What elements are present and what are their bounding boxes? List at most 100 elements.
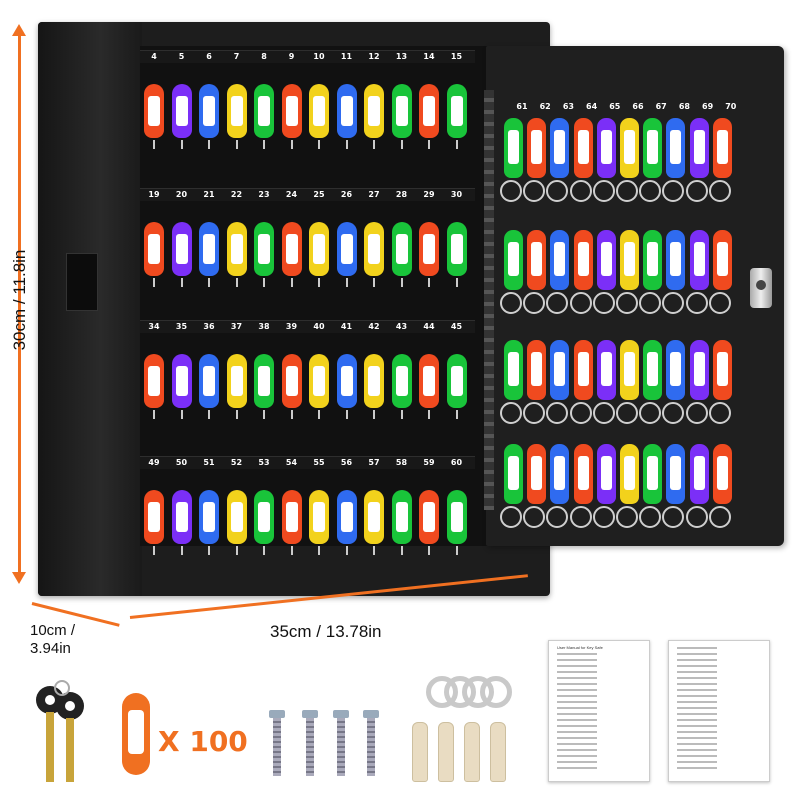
hook-number: 60 [450, 458, 463, 467]
door-key-tag [573, 340, 593, 400]
manual-text-line [677, 737, 717, 739]
manual-text-line [557, 713, 597, 715]
door-key-tag [550, 444, 570, 504]
manual-text-line [677, 731, 717, 733]
door-key-tag [573, 230, 593, 290]
key-tag [226, 222, 247, 276]
door-key-tag [527, 444, 547, 504]
key-tag [309, 490, 329, 544]
hook [235, 278, 238, 287]
key-tag [309, 354, 329, 408]
user-manual-page-1: User Manual for Key Safe [548, 640, 650, 782]
hook-number: 29 [423, 190, 435, 199]
manual-text-line [557, 653, 597, 655]
hook [180, 278, 183, 287]
hook [345, 410, 348, 419]
hook [263, 410, 265, 419]
hook-number: 28 [395, 190, 408, 199]
hook [318, 140, 320, 149]
hook [263, 546, 265, 555]
hook-number: 36 [203, 322, 215, 331]
manual-text-line [557, 761, 597, 763]
door-hook-number: 67 [655, 102, 667, 111]
key-ring-icon [708, 180, 731, 202]
manual-title: User Manual for Key Safe [557, 645, 603, 650]
key-tag [281, 222, 302, 276]
door-key-tag [527, 230, 547, 290]
key-ring-icon [546, 180, 569, 202]
door-key-tag [643, 230, 663, 290]
hook-number: 24 [285, 190, 298, 199]
hook-number: 21 [203, 190, 215, 199]
key-tag [281, 354, 302, 408]
key-ring-icon [616, 180, 638, 202]
door-hook-number: 69 [702, 102, 714, 111]
washer-icon [480, 676, 512, 708]
key-tag [364, 354, 384, 408]
hook-number: 26 [340, 190, 353, 199]
door-hook-number: 61 [516, 102, 528, 111]
key-tag [446, 354, 467, 408]
key-tag [254, 354, 274, 408]
door-key-tag [527, 118, 547, 178]
key-ring-icon [685, 506, 708, 528]
screw-icon [367, 718, 375, 776]
key-tag [171, 354, 192, 408]
hook [318, 410, 320, 419]
height-label: 30cm / 11.8in [10, 249, 29, 351]
key-tag [446, 84, 467, 138]
key-ring-icon [662, 506, 685, 528]
key-tag [199, 222, 219, 276]
manual-text-line [557, 767, 597, 769]
key-ring-icon [523, 180, 546, 202]
hook-number: 37 [230, 322, 243, 331]
manual-text-line [677, 755, 717, 757]
width-label: 35cm / 13.78in [270, 622, 382, 641]
key-tag [171, 222, 192, 276]
key-ring-icon [569, 506, 592, 528]
sample-tag-window [128, 710, 144, 754]
key-tag [364, 222, 384, 276]
manual-text-line [677, 683, 717, 685]
manual-text-line [677, 743, 717, 745]
hook [428, 278, 430, 287]
hook [208, 140, 210, 149]
key-tag [199, 84, 219, 138]
key-tag [419, 222, 439, 276]
hook-number: 27 [368, 190, 380, 199]
door-key-tag [689, 340, 709, 400]
hook [318, 278, 320, 287]
user-manual-page-2 [668, 640, 770, 782]
hook [345, 546, 348, 555]
door-key-tag [643, 118, 663, 178]
key-ring-icon [546, 506, 569, 528]
hook-number: 8 [261, 52, 267, 61]
hook-rail [140, 456, 475, 469]
key-tag [254, 84, 274, 138]
hook-number: 13 [395, 52, 408, 61]
hook [235, 546, 238, 555]
door-key-tag [712, 444, 732, 504]
door-key-tag [643, 444, 663, 504]
manual-text-line [677, 665, 717, 667]
manual-text-line [677, 713, 717, 715]
key-tag [364, 84, 384, 138]
key-tag [419, 490, 439, 544]
wall-anchor-icon [464, 722, 480, 782]
keyhole-icon [756, 280, 766, 290]
door-key-tag [666, 444, 686, 504]
height-dimension-line [18, 35, 21, 580]
hook [345, 278, 348, 287]
manual-text-line [557, 749, 597, 751]
manual-text-line [677, 701, 717, 703]
door-key-tag [666, 230, 686, 290]
door-key-tag [596, 118, 616, 178]
key-tag [254, 490, 274, 544]
key-ring-icon [685, 402, 708, 424]
wall-anchor-icon [438, 722, 454, 782]
key-tag [254, 222, 274, 276]
hook-number: 55 [313, 458, 325, 467]
hook [153, 546, 155, 555]
door-key-tag [643, 340, 663, 400]
hook-number: 42 [368, 322, 380, 331]
